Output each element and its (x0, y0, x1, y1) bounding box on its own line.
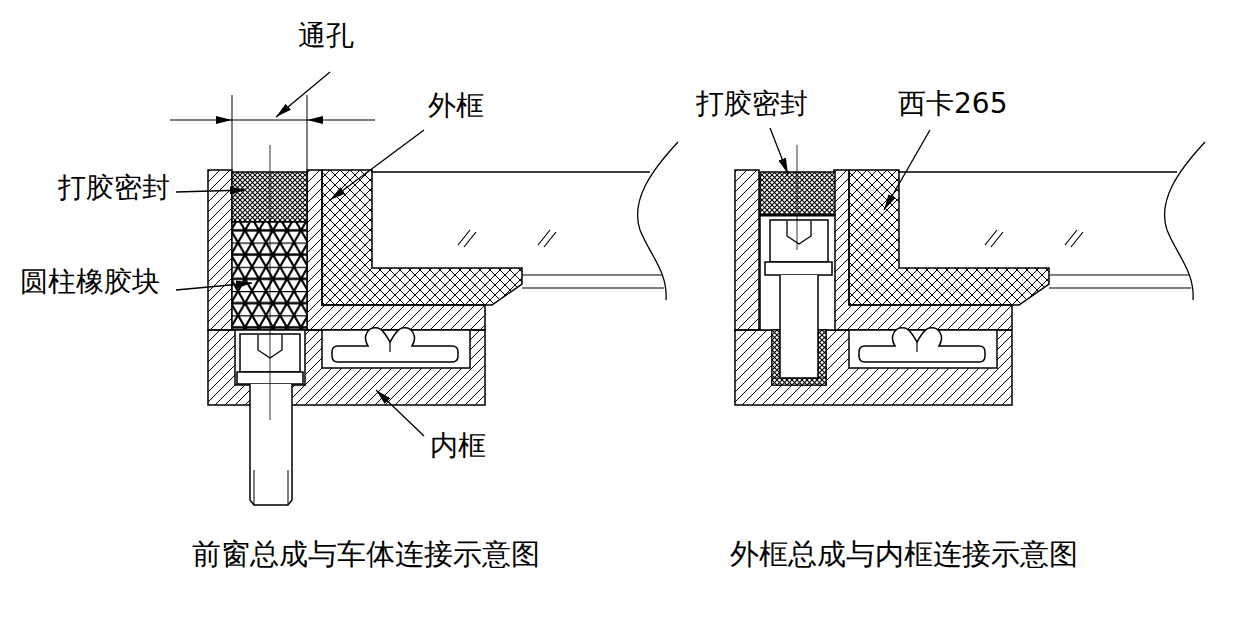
thread-line (254, 470, 288, 505)
leader-line (376, 390, 424, 436)
part-label: 圆柱橡胶块 (18, 266, 162, 298)
part-label: 外框 (426, 90, 486, 122)
leader-line (176, 283, 252, 290)
extension-line (232, 95, 307, 170)
rubber-block (232, 222, 307, 330)
frame-section (735, 142, 1205, 405)
dimension-line (232, 120, 307, 121)
frame-section (735, 142, 1205, 405)
hex-socket (787, 221, 811, 244)
bolt-shank (250, 384, 292, 505)
part-label: 西卡265 (896, 88, 1009, 120)
frame-section (208, 142, 678, 405)
leader-line (770, 128, 788, 174)
leader-line (276, 72, 330, 117)
leader-line (330, 130, 424, 200)
dimension-arrow (170, 119, 232, 120)
center-line (270, 145, 271, 420)
leader-line (884, 130, 930, 210)
thread (772, 378, 826, 385)
glue-seal (760, 172, 835, 215)
part-label: 打胶密封 (56, 172, 172, 204)
bolt-shank (780, 275, 818, 378)
figure-caption: 外框总成与内框连接示意图 (728, 538, 1080, 571)
thread (772, 330, 780, 385)
part-label: 内框 (428, 430, 488, 462)
thread (818, 330, 826, 385)
bolt-head (770, 220, 828, 262)
dimension-label: 通孔 (296, 20, 356, 52)
part-label: 打胶密封 (694, 88, 810, 120)
figure-caption: 前窗总成与车体连接示意图 (190, 538, 542, 571)
glue-seal (232, 172, 307, 222)
washer (765, 262, 832, 275)
center-line (797, 145, 798, 250)
dimension-arrow (307, 119, 375, 120)
leader-line (176, 190, 246, 192)
seal-bottom (760, 214, 835, 217)
